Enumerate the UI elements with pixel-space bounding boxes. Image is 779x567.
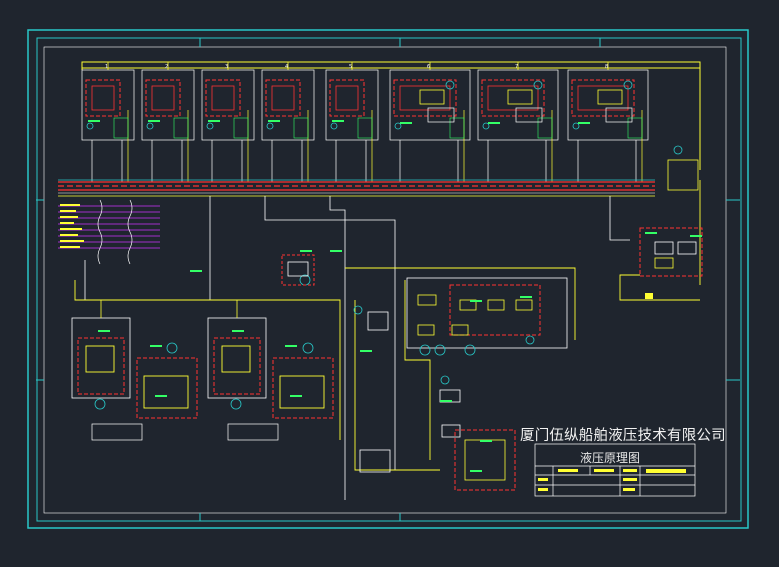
title-block-fields (538, 469, 686, 491)
actuator-units: 1 2 3 4 5 6 7 8 (81, 62, 649, 182)
unit-number: 2 (165, 64, 168, 70)
top-pressure-lines (81, 61, 701, 170)
frame-ticks (36, 38, 740, 521)
label-mark (290, 395, 302, 397)
unit-number: 3 (225, 64, 228, 70)
unit-number: 6 (427, 64, 430, 70)
label-mark (190, 270, 202, 272)
label-mark (148, 120, 160, 122)
label-mark (150, 345, 162, 347)
label-mark (232, 330, 244, 332)
actuator-unit: 2 (141, 62, 195, 182)
label-mark (440, 400, 452, 402)
middle-valve-stack (281, 254, 391, 473)
signal-lines (58, 199, 160, 265)
label-mark (332, 120, 344, 122)
component-labels (88, 120, 702, 472)
label-mark (155, 395, 167, 397)
label-mark (520, 296, 532, 298)
pump-group (207, 300, 334, 441)
label-mark (578, 122, 590, 124)
drawing-border (43, 46, 727, 514)
right-valve-group (639, 145, 703, 299)
label-mark (300, 250, 312, 252)
label-mark (208, 120, 220, 122)
label-mark (645, 232, 657, 234)
pump-groups (71, 300, 334, 441)
actuator-unit: 4 (261, 62, 315, 182)
label-mark (268, 120, 280, 122)
label-mark (98, 330, 110, 332)
label-mark (690, 235, 702, 237)
drawing-title: 液压原理图 (580, 451, 641, 465)
label-mark (470, 300, 482, 302)
actuator-unit: 7 (477, 62, 559, 182)
label-mark (400, 122, 412, 124)
actuator-unit: 6 (389, 62, 471, 182)
label-mark (470, 470, 482, 472)
actuator-unit: 8 (567, 62, 649, 182)
main-manifold (58, 179, 655, 197)
inner-frame (36, 37, 742, 522)
outer-frame (27, 29, 749, 529)
actuator-unit: 3 (201, 62, 255, 182)
label-mark (480, 440, 492, 442)
label-mark (285, 345, 297, 347)
title-block (534, 443, 696, 497)
lower-valve-block (439, 375, 516, 491)
pump-group (71, 300, 198, 441)
label-mark (360, 350, 372, 352)
unit-number: 4 (285, 64, 288, 70)
label-mark (88, 120, 100, 122)
label-mark (330, 250, 342, 252)
actuator-unit: 1 (81, 62, 135, 182)
company-name: 厦门伍纵船舶液压技术有限公司 (520, 428, 726, 444)
pressure-lines (74, 180, 701, 471)
actuator-unit: 5 (325, 62, 379, 182)
unit-number: 5 (349, 64, 352, 70)
unit-number: 8 (605, 64, 608, 70)
label-mark (488, 122, 500, 124)
unit-number: 1 (105, 64, 108, 70)
unit-number: 7 (515, 64, 518, 70)
control-manifold (299, 274, 568, 356)
